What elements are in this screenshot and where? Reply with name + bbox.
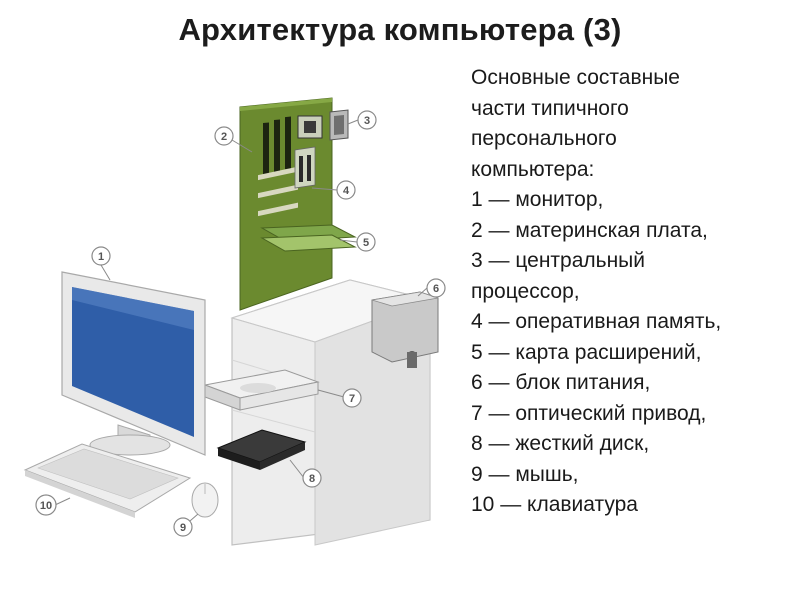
svg-text:4: 4 xyxy=(343,185,350,197)
svg-text:1: 1 xyxy=(98,251,104,263)
svg-text:8: 8 xyxy=(309,473,315,485)
part-line-monitor: 1 — монитор, xyxy=(471,185,796,216)
ram-icon xyxy=(295,147,315,188)
callout-1: 1 xyxy=(92,247,110,265)
part-line-cpu-cont: процессор, xyxy=(471,277,796,308)
callout-2: 2 xyxy=(215,127,233,145)
callout-8: 8 xyxy=(303,469,321,487)
intro-line: персонального xyxy=(471,124,796,155)
parts-description: Основные составные части типичного персо… xyxy=(471,63,796,521)
mouse-icon xyxy=(192,483,218,517)
intro-line: части типичного xyxy=(471,94,796,125)
part-line-cpu: 3 — центральный xyxy=(471,246,796,277)
part-line-expansion-card: 5 — карта расширений, xyxy=(471,338,796,369)
callout-9: 9 xyxy=(174,518,192,536)
part-line-mouse: 9 — мышь, xyxy=(471,460,796,491)
part-line-ram: 4 — оперативная память, xyxy=(471,307,796,338)
svg-text:9: 9 xyxy=(180,522,186,534)
svg-text:2: 2 xyxy=(221,131,227,143)
svg-text:3: 3 xyxy=(364,115,370,127)
monitor-icon xyxy=(62,272,205,455)
computer-architecture-illustration: 2 3 4 5 6 7 8 9 10 1 xyxy=(0,90,470,560)
callout-6: 6 xyxy=(427,279,445,297)
svg-text:7: 7 xyxy=(349,393,355,405)
part-line-keyboard: 10 — клавиатура xyxy=(471,490,796,521)
svg-text:6: 6 xyxy=(433,283,439,295)
cpu-icon xyxy=(330,110,348,140)
intro-line: Основные составные xyxy=(471,63,796,94)
callout-3: 3 xyxy=(358,111,376,129)
motherboard-icon xyxy=(240,98,332,310)
callout-7: 7 xyxy=(343,389,361,407)
part-line-power-supply: 6 — блок питания, xyxy=(471,368,796,399)
intro-line: компьютера: xyxy=(471,155,796,186)
svg-text:10: 10 xyxy=(40,500,52,512)
part-line-hard-disk: 8 — жесткий диск, xyxy=(471,429,796,460)
callout-10: 10 xyxy=(36,495,56,515)
part-line-optical-drive: 7 — оптический привод, xyxy=(471,399,796,430)
part-line-motherboard: 2 — материнская плата, xyxy=(471,216,796,247)
slide-title: Архитектура компьютера (3) xyxy=(0,12,800,48)
callout-5: 5 xyxy=(357,233,375,251)
svg-text:5: 5 xyxy=(363,237,369,249)
callout-4: 4 xyxy=(337,181,355,199)
